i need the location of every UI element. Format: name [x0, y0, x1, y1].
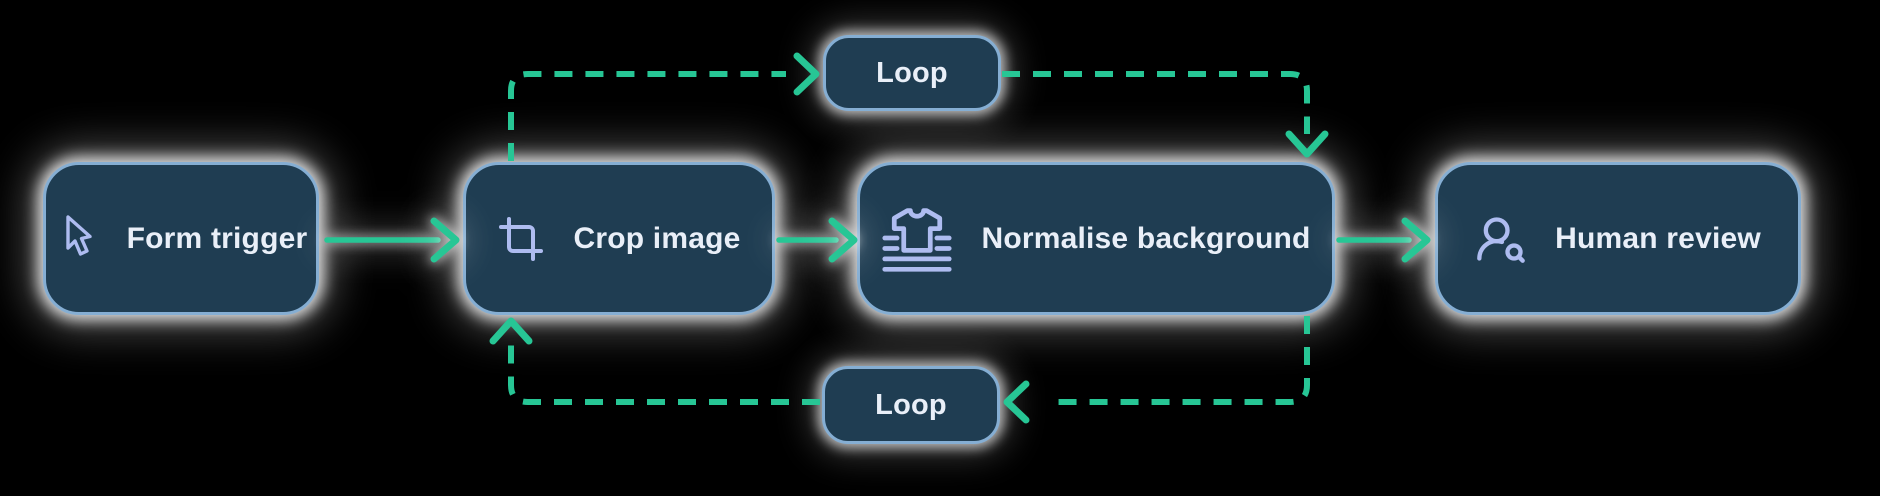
node-loop-top[interactable]: Loop: [823, 35, 1001, 111]
node-label: Loop: [876, 56, 948, 89]
shirt-layers-icon: [882, 207, 953, 272]
crop-icon: [499, 216, 544, 261]
node-crop-image[interactable]: Crop image: [463, 162, 775, 315]
edge-normalise-to-loop-bottom: [1046, 316, 1310, 405]
node-normalise-background[interactable]: Normalise background: [857, 162, 1335, 315]
node-label: Human review: [1555, 221, 1761, 255]
edge-loop-bottom-to-crop-image: [508, 340, 820, 405]
edge-loop-top-to-normalise: [1002, 71, 1310, 134]
node-label: Crop image: [573, 221, 741, 255]
arrowhead-into-loop-bottom: [1003, 380, 1030, 424]
node-loop-bottom[interactable]: Loop: [822, 366, 1000, 444]
arrowhead-into-loop-top: [793, 52, 820, 96]
node-human-review[interactable]: Human review: [1435, 162, 1801, 315]
arrowhead-up-into-crop-image: [489, 317, 533, 345]
arrowhead-into-normalise: [828, 217, 858, 263]
edge-crop-image-to-loop-top: [508, 71, 786, 161]
node-form-trigger[interactable]: Form trigger: [43, 162, 319, 315]
node-label: Form trigger: [126, 221, 308, 255]
arrowhead-into-human-review: [1401, 217, 1431, 263]
node-label: Normalise background: [981, 221, 1311, 255]
arrowhead-into-crop-image: [430, 217, 460, 263]
node-label: Loop: [875, 388, 947, 421]
user-search-icon: [1477, 216, 1525, 263]
mouse-pointer-icon: [65, 214, 92, 256]
arrowhead-down-into-normalise: [1285, 130, 1329, 158]
